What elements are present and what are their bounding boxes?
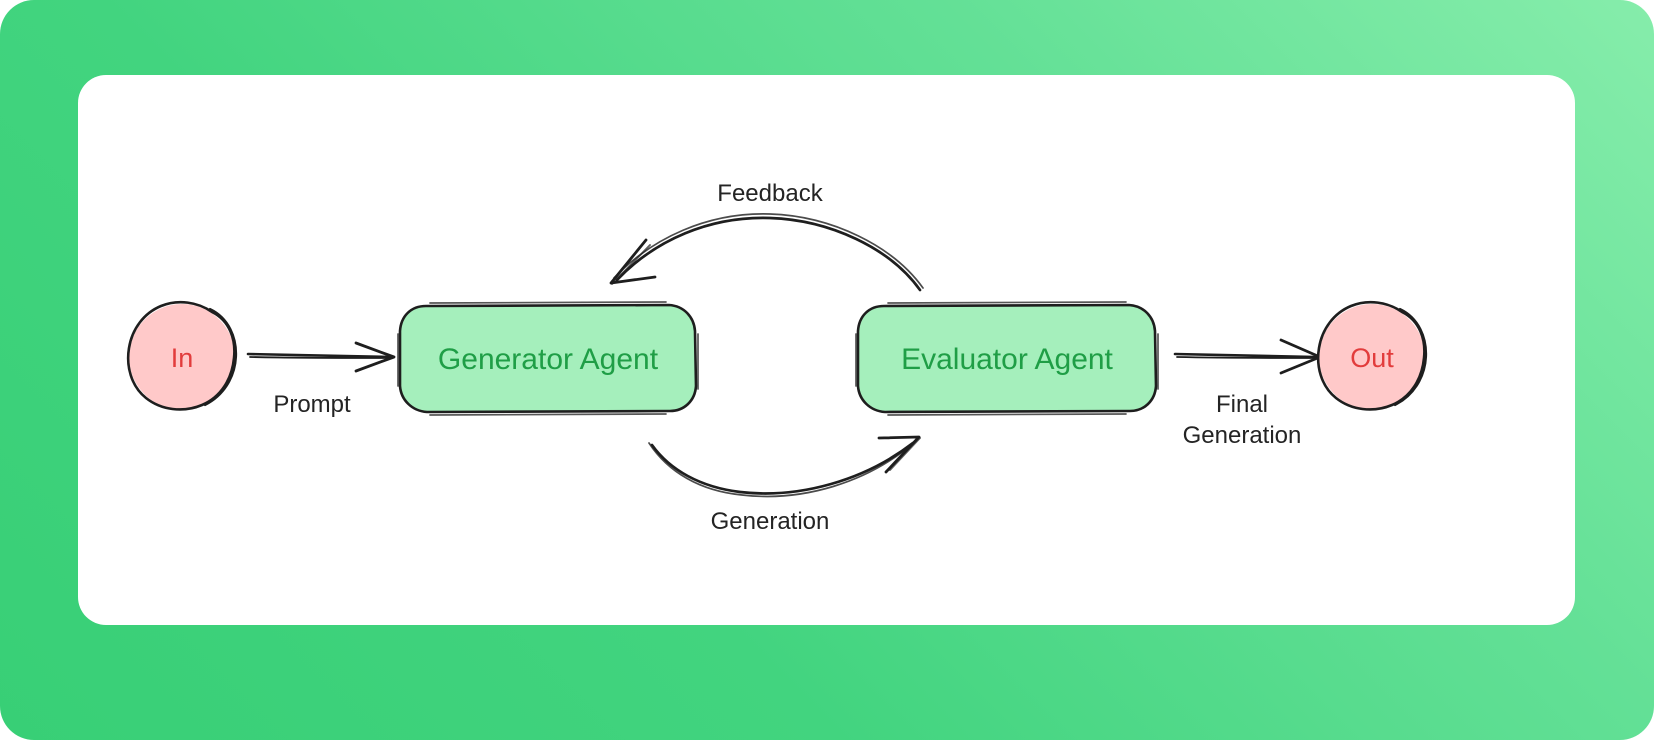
out-circle-outline-icon <box>1316 300 1426 411</box>
evaluator-box-outline-sketch-icon <box>855 301 1159 416</box>
final-generation-label-line1: Final <box>1216 391 1268 418</box>
in-circle-outline-sketch-icon <box>203 307 238 407</box>
edge-evaluator-to-out: Final Generation <box>1173 338 1322 449</box>
out-circle-outline-sketch-icon <box>1393 307 1428 407</box>
edge-in-to-generator: Prompt <box>246 341 396 418</box>
feedback-label: Feedback <box>717 180 823 207</box>
final-generation-label-line2: Generation <box>1183 422 1302 449</box>
generation-arrowhead-icon <box>877 435 921 474</box>
generation-label: Generation <box>711 508 830 535</box>
feedback-arrow-curve-icon <box>615 216 922 292</box>
node-generator-agent[interactable]: Generator Agent <box>397 301 699 416</box>
edge-evaluator-to-generator: Feedback <box>609 180 924 292</box>
generator-agent-label: Generator Agent <box>438 343 659 376</box>
in-circle-shape <box>129 304 235 410</box>
out-label: Out <box>1350 343 1394 373</box>
evaluator-box-outline-icon <box>856 303 1158 414</box>
generator-box-shape <box>400 305 695 411</box>
edge-generator-to-evaluator: Generation <box>648 435 921 535</box>
feedback-arrowhead-sketch-icon <box>611 244 651 285</box>
feedback-arrow-curve-sketch-icon <box>613 213 924 289</box>
node-in[interactable]: In <box>126 300 238 411</box>
node-out[interactable]: Out <box>1316 300 1428 411</box>
feedback-arrowhead-icon <box>609 238 657 285</box>
generation-arrow-curve-sketch-icon <box>648 440 917 498</box>
generator-box-outline-sketch-icon <box>397 301 699 416</box>
node-evaluator-agent[interactable]: Evaluator Agent <box>855 301 1159 416</box>
prompt-label: Prompt <box>273 391 351 418</box>
prompt-arrow-line-icon <box>246 352 394 359</box>
prompt-arrow-line-sketch-icon <box>249 356 393 359</box>
in-circle-outline-icon <box>126 300 236 411</box>
generation-arrow-curve-icon <box>650 441 915 495</box>
final-generation-arrow-line-sketch-icon <box>1176 356 1317 359</box>
evaluator-box-shape <box>858 305 1155 411</box>
evaluator-agent-label: Evaluator Agent <box>901 343 1113 376</box>
generation-arrowhead-sketch-icon <box>889 437 921 471</box>
out-circle-shape <box>1319 304 1425 410</box>
generator-box-outline-icon <box>398 303 698 414</box>
final-generation-arrow-line-icon <box>1173 352 1318 359</box>
in-label: In <box>171 343 194 373</box>
prompt-arrowhead-icon <box>354 341 396 373</box>
